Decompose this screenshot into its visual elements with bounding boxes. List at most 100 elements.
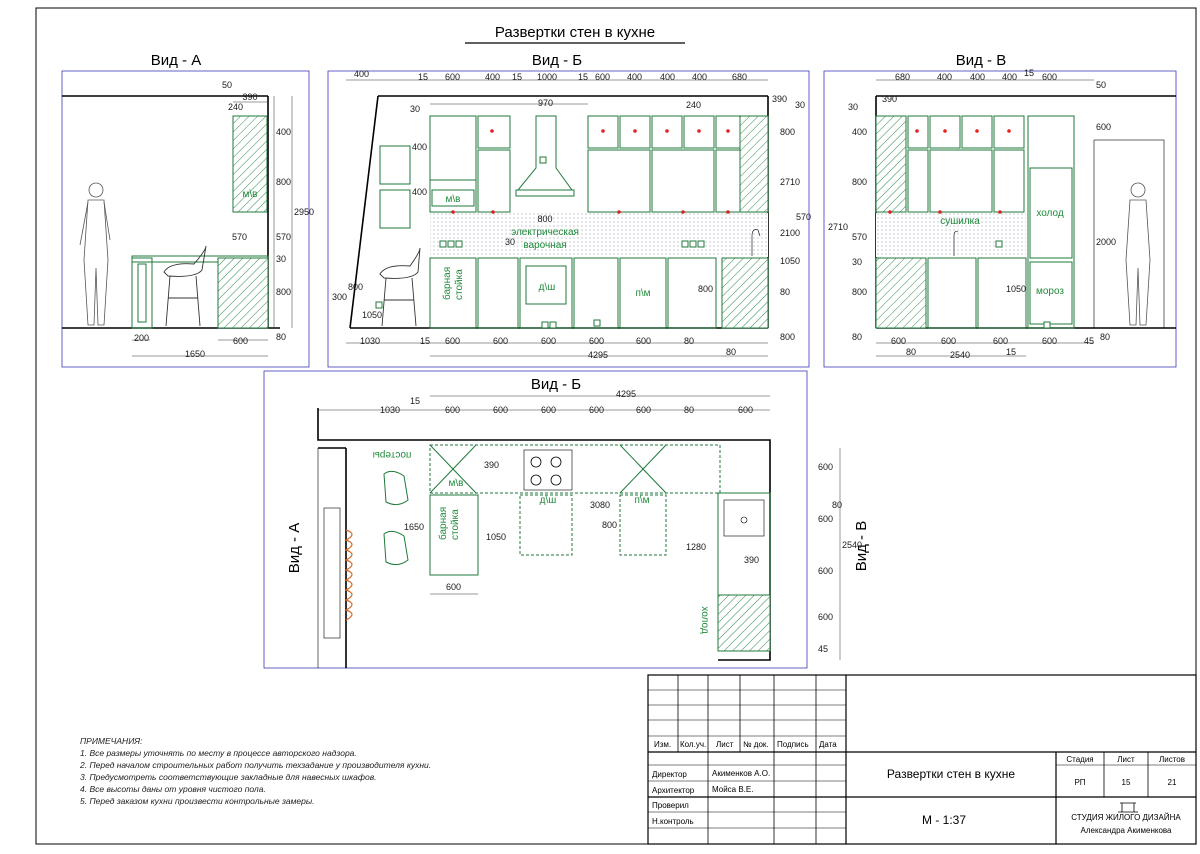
svg-text:15: 15 [512,72,522,82]
svg-text:РП: РП [1074,778,1085,787]
svg-text:Стадия: Стадия [1066,755,1093,764]
svg-text:п\м: п\м [635,288,650,299]
svg-text:400: 400 [970,72,985,82]
svg-text:сушилка: сушилка [940,216,980,227]
svg-text:Проверил: Проверил [652,801,689,810]
title-block [647,674,1197,845]
svg-text:800: 800 [276,177,291,187]
svg-text:600: 600 [493,405,508,415]
svg-text:Директор: Директор [652,770,687,779]
svg-text:400: 400 [276,127,291,137]
svg-text:30: 30 [852,257,862,267]
svg-text:600: 600 [818,566,833,576]
svg-text:д\ш: д\ш [539,282,556,293]
svg-text:45: 45 [1084,336,1094,346]
svg-text:21: 21 [1168,778,1177,787]
svg-text:400: 400 [852,127,867,137]
view-a-frame [61,70,310,368]
svg-text:1000: 1000 [537,72,557,82]
svg-text:холод: холод [699,606,710,634]
note-item: 3. Предусмотреть соответствующие закладн… [80,772,377,782]
svg-text:СТУДИЯ ЖИЛОГО ДИЗАЙНА: СТУДИЯ ЖИЛОГО ДИЗАЙНА [1071,813,1181,822]
svg-text:30: 30 [848,102,858,112]
svg-text:30: 30 [505,237,515,247]
svg-text:240: 240 [228,102,243,112]
svg-text:1050: 1050 [486,532,506,542]
note-item: 4. Все высоты даны от уровня чистого пол… [80,784,266,794]
svg-text:400: 400 [692,72,707,82]
svg-text:Н.контроль: Н.контроль [652,817,694,826]
svg-text:240: 240 [686,100,701,110]
svg-text:600: 600 [445,405,460,415]
svg-text:2710: 2710 [828,222,848,232]
view-a-title: Вид - А [151,52,201,69]
svg-text:600: 600 [818,514,833,524]
sheet-title: Развертки стен в кухне [495,24,655,41]
svg-text:холод: холод [1036,208,1064,219]
svg-text:1050: 1050 [362,310,382,320]
svg-text:4295: 4295 [588,350,608,360]
svg-text:400: 400 [485,72,500,82]
svg-text:Подпись: Подпись [777,740,809,749]
svg-text:390: 390 [772,94,787,104]
svg-text:600: 600 [818,462,833,472]
view-v-frame [823,70,1177,368]
view-v: Вид - В холод мороз сушилка [823,52,1177,368]
svg-text:2540: 2540 [950,350,970,360]
svg-text:Кол.уч.: Кол.уч. [680,740,706,749]
title-block-text: Изм. Кол.уч. Лист № док. Подпись Дата Ди… [652,740,1185,835]
svg-text:400: 400 [354,69,369,79]
svg-text:1050: 1050 [780,256,800,266]
svg-text:50: 50 [1096,80,1106,90]
svg-text:600: 600 [1096,122,1111,132]
svg-text:80: 80 [726,347,736,357]
svg-text:1650: 1650 [404,522,424,532]
svg-text:800: 800 [698,284,713,294]
svg-text:400: 400 [412,187,427,197]
svg-text:2950: 2950 [294,207,314,217]
notes-heading: ПРИМЕЧАНИЯ: [80,736,143,746]
svg-text:200: 200 [134,333,149,343]
svg-text:постеры: постеры [373,449,412,460]
svg-text:390: 390 [744,555,759,565]
svg-text:600: 600 [445,336,460,346]
svg-text:680: 680 [895,72,910,82]
svg-text:680: 680 [732,72,747,82]
title-block-sheet-name: Развертки стен в кухне [887,767,1015,781]
svg-text:2540: 2540 [842,540,862,550]
svg-text:30: 30 [795,100,805,110]
svg-text:400: 400 [412,142,427,152]
svg-text:2100: 2100 [780,228,800,238]
svg-text:80: 80 [832,500,842,510]
studio-logo: СТУДИЯ ЖИЛОГО ДИЗАЙНА Александра Акименк… [1071,802,1181,835]
svg-text:15: 15 [420,336,430,346]
svg-text:600: 600 [636,405,651,415]
svg-text:Александра Акименкова: Александра Акименкова [1080,826,1172,835]
svg-text:600: 600 [233,336,248,346]
svg-text:4295: 4295 [616,389,636,399]
svg-text:600: 600 [541,405,556,415]
view-v-title: Вид - В [956,52,1006,69]
svg-text:80: 80 [1100,332,1110,342]
svg-text:Архитектор: Архитектор [652,786,695,795]
svg-text:600: 600 [589,405,604,415]
svg-text:800: 800 [537,214,552,224]
svg-text:Акименков А.О.: Акименков А.О. [712,769,770,778]
svg-text:800: 800 [602,520,617,530]
svg-text:600: 600 [541,336,556,346]
svg-text:15: 15 [418,72,428,82]
svg-text:15: 15 [578,72,588,82]
svg-text:570: 570 [796,212,811,222]
svg-text:800: 800 [852,287,867,297]
svg-text:600: 600 [493,336,508,346]
svg-text:1030: 1030 [380,405,400,415]
svg-text:стойка: стойка [450,509,461,540]
svg-text:390: 390 [484,460,499,470]
plan-side-left: Вид - А [286,523,303,573]
svg-text:600: 600 [595,72,610,82]
svg-text:1280: 1280 [686,542,706,552]
note-item: 5. Перед заказом кухни произвести контро… [80,796,315,806]
svg-text:80: 80 [684,336,694,346]
svg-text:30: 30 [276,254,286,264]
